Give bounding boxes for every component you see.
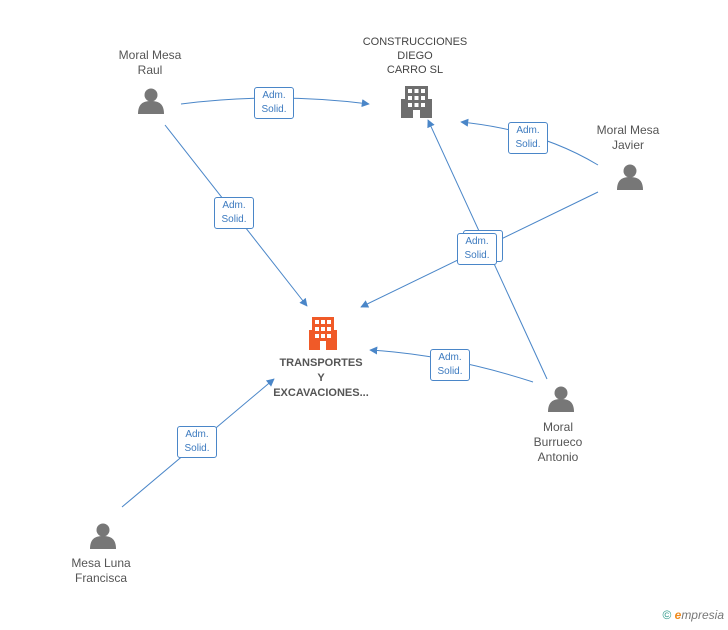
copyright-symbol: ©: [662, 608, 672, 622]
company-name-line: CONSTRUCCIONES: [362, 36, 468, 48]
edge-badge-line: Adm.: [222, 200, 246, 211]
edge-badge-francisca-transportes[interactable]: Adm. Solid.: [177, 426, 217, 458]
edge-badge-line: Solid.: [184, 443, 210, 454]
edge-badge-line: Adm.: [185, 429, 209, 440]
person-name-line: Moral Mesa: [596, 123, 660, 137]
company-name-line: EXCAVACIONES...: [273, 387, 369, 399]
company-label-transportes[interactable]: TRANSPORTES Y EXCAVACIONES...: [261, 356, 381, 401]
person-name-line: Moral: [542, 420, 573, 434]
edge-badge-line: Adm.: [516, 125, 540, 136]
person-label-raul[interactable]: Moral Mesa Raul: [100, 48, 200, 78]
company-name-line: TRANSPORTES: [279, 357, 363, 369]
person-icon-javier[interactable]: [617, 164, 643, 191]
edge-badge-line: Solid.: [437, 366, 463, 377]
person-icon-francisca[interactable]: [90, 523, 116, 550]
brand-name: mpresia: [681, 608, 724, 622]
edge-badge-raul-transportes[interactable]: Adm. Solid.: [214, 197, 254, 229]
edge-badge-antonio-transportes[interactable]: Adm. Solid.: [430, 349, 470, 381]
edge-badge-line: Solid.: [261, 104, 287, 115]
edge-badge-crossing[interactable]: Adm. Solid.: [457, 233, 497, 265]
person-name-line: Raul: [137, 63, 163, 77]
company-name-line: Y: [317, 372, 325, 384]
building-icon-construcciones[interactable]: [401, 86, 432, 118]
edge-badge-line: Solid.: [515, 139, 541, 150]
company-name-line: DIEGO: [397, 50, 433, 62]
empresia-watermark[interactable]: © empresia: [662, 608, 724, 622]
company-label-construcciones[interactable]: CONSTRUCCIONES DIEGO CARRO SL: [355, 35, 475, 77]
edge-badge-line: Solid.: [464, 250, 490, 261]
brand-initial: e: [674, 608, 682, 622]
person-name-line: Moral Mesa: [118, 48, 182, 62]
edge-badge-javier-construcciones[interactable]: Adm. Solid.: [508, 122, 548, 154]
person-icon-raul[interactable]: [138, 88, 164, 115]
building-icon-transportes[interactable]: [309, 317, 337, 350]
person-name-line: Javier: [611, 138, 644, 152]
person-name-line: Antonio: [537, 450, 579, 464]
edge-badge-line: Adm.: [465, 236, 489, 247]
person-name-line: Francisca: [74, 571, 127, 585]
edge-badge-line: Adm.: [438, 352, 462, 363]
edge-badge-line: Solid.: [221, 214, 247, 225]
person-label-antonio[interactable]: Moral Burrueco Antonio: [508, 420, 608, 465]
person-label-javier[interactable]: Moral Mesa Javier: [578, 123, 678, 153]
person-label-francisca[interactable]: Mesa Luna Francisca: [51, 556, 151, 586]
person-name-line: Burrueco: [533, 435, 583, 449]
person-name-line: Mesa Luna: [71, 556, 131, 570]
person-icon-antonio[interactable]: [548, 386, 574, 413]
edge-badge-raul-construcciones[interactable]: Adm. Solid.: [254, 87, 294, 119]
company-name-line: CARRO SL: [386, 64, 444, 76]
edge-badge-line: Adm.: [262, 90, 286, 101]
